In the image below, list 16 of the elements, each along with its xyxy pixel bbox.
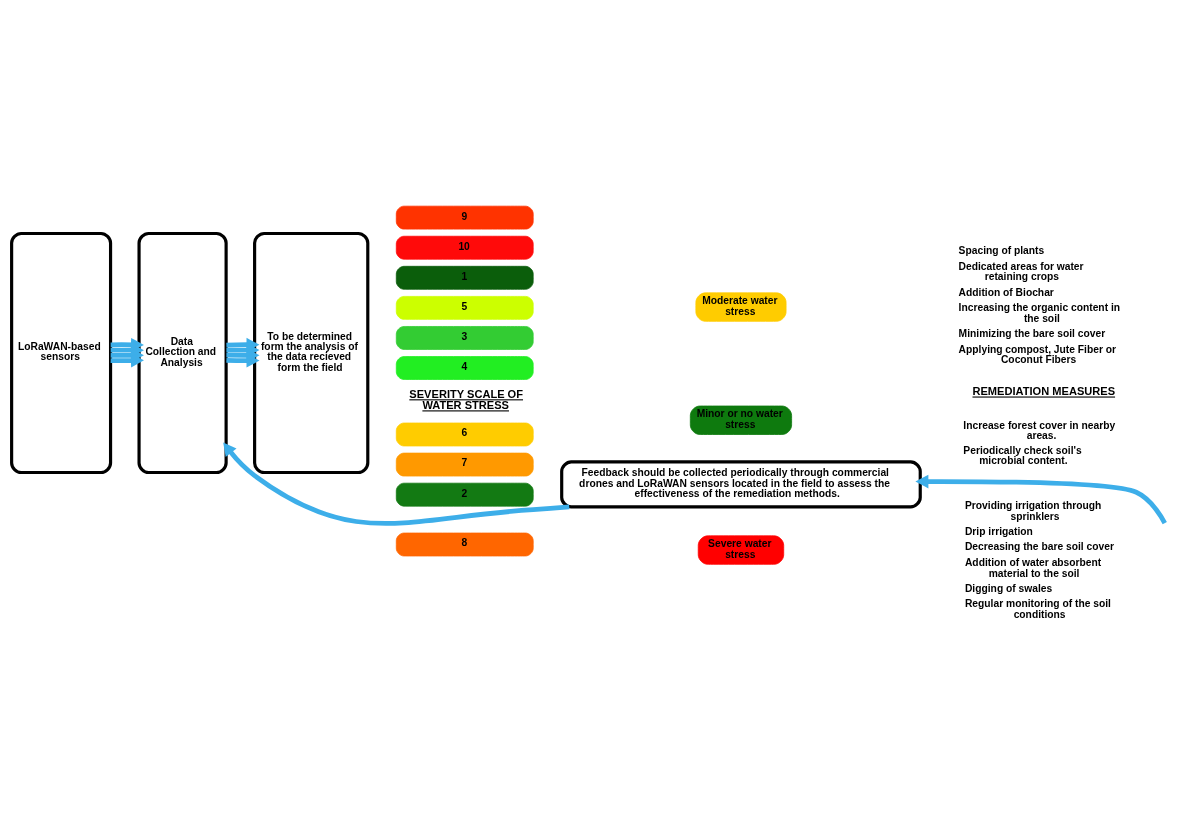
label: SEVERITY SCALE OF WATER STRESS: [409, 387, 524, 411]
label: Applying compost, Jute Fiber or Coconut Fibers: [958, 343, 1117, 365]
label: Decreasing the bare soil cover: [964, 540, 1114, 552]
label: Addition of Biochar: [958, 286, 1054, 298]
label: Dedicated areas for water retaining crops: [958, 260, 1084, 282]
label: Spacing of plants: [958, 244, 1045, 256]
label: Drip irrigation: [964, 525, 1033, 537]
label: Minimizing the bare soil cover: [958, 327, 1106, 339]
label: REMEDIATION MEASURES: [972, 384, 1116, 397]
label: Regular monitoring of the soil conditions: [964, 597, 1111, 620]
label: Addition of water absorbent material to the soil: [964, 556, 1102, 578]
label: Increase forest cover in nearby areas.: [963, 418, 1116, 441]
label: Increasing the organic content in the soil: [958, 301, 1121, 324]
label: Providing irrigation through sprinklers: [964, 499, 1102, 522]
label: Periodically check soil's microbial content.: [963, 444, 1082, 466]
label: Digging of swales: [964, 582, 1053, 594]
